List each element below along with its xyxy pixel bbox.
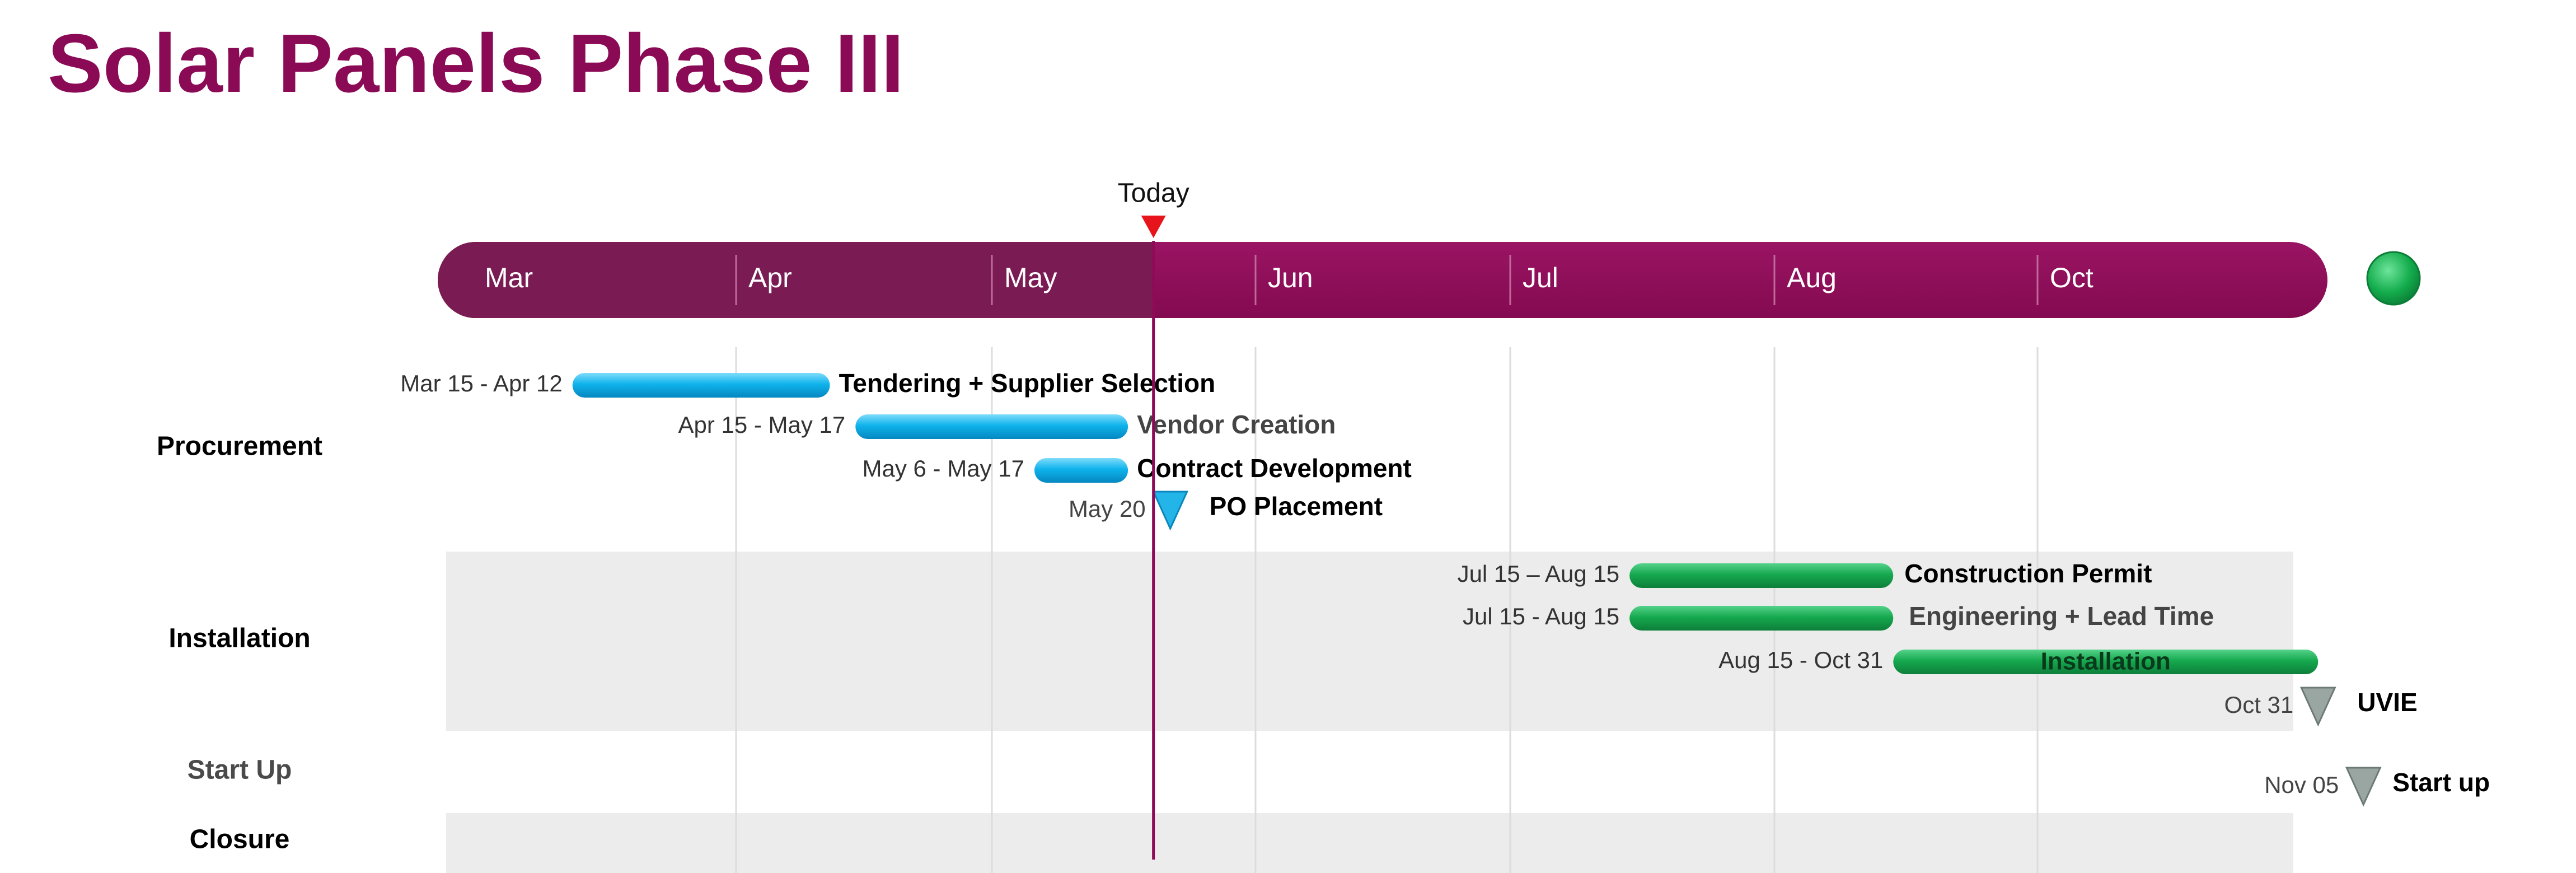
task-dates: Apr 15 - May 17	[678, 412, 845, 438]
milestone-label: PO Placement	[1210, 492, 1383, 521]
task-bar-installation	[1893, 650, 2319, 674]
task-dates: Mar 15 - Apr 12	[400, 370, 562, 396]
milestone-date: Nov 05	[2264, 772, 2339, 798]
month-label-mar: Mar	[485, 262, 533, 293]
task-label: Construction Permit	[1904, 559, 2152, 588]
task-bar-contract-development	[1034, 458, 1128, 483]
task-label: Installation	[2041, 648, 2171, 675]
milestone-label: Start up	[2392, 768, 2490, 797]
task-dates: Aug 15 - Oct 31	[1718, 647, 1883, 673]
milestone-marker-start-up	[2345, 767, 2382, 807]
task-dates: Jul 15 - Aug 15	[1463, 603, 1619, 629]
task-label: Vendor Creation	[1137, 410, 1336, 439]
swimlane-label-procurement: Procurement	[157, 432, 322, 461]
month-label-may: May	[1004, 262, 1057, 293]
chart-title: Solar Panels Phase III	[48, 17, 905, 110]
milestone-date: Oct 31	[2224, 692, 2294, 718]
month-label-apr: Apr	[748, 262, 792, 293]
month-label-oct: Oct	[2050, 262, 2093, 293]
end-status-dot	[2366, 251, 2421, 306]
today-label: Today	[1118, 179, 1189, 208]
task-label: Contract Development	[1137, 454, 1412, 483]
milestone-date: May 20	[1069, 496, 1146, 522]
timescale-elapsed-fill	[438, 242, 1154, 318]
task-bar-tendering-supplier-selection	[572, 373, 830, 398]
task-bar-construction-permit	[1629, 563, 1894, 588]
task-dates: Jul 15 – Aug 15	[1458, 561, 1620, 587]
milestone-marker-uvie	[2299, 687, 2336, 727]
task-dates: May 6 - May 17	[863, 455, 1024, 482]
swimlane-label-installation: Installation	[168, 624, 310, 653]
today-marker-icon	[1141, 216, 1166, 238]
milestone-marker-po-placement	[1152, 491, 1189, 531]
month-label-jul: Jul	[1523, 262, 1558, 293]
month-label-jun: Jun	[1268, 262, 1313, 293]
task-label: Tendering + Supplier Selection	[839, 368, 1216, 398]
swimlane-band-installation	[446, 552, 2293, 731]
milestone-label: UVIE	[2357, 688, 2417, 717]
task-bar-vendor-creation	[855, 414, 1128, 439]
task-bar-engineering-lead-time	[1629, 606, 1894, 631]
month-label-aug: Aug	[1787, 262, 1837, 293]
swimlane-band-closure	[446, 813, 2293, 873]
task-label: Engineering + Lead Time	[1909, 601, 2214, 631]
swimlane-label-closure: Closure	[190, 825, 290, 855]
swimlane-label-start-up: Start Up	[188, 755, 292, 785]
